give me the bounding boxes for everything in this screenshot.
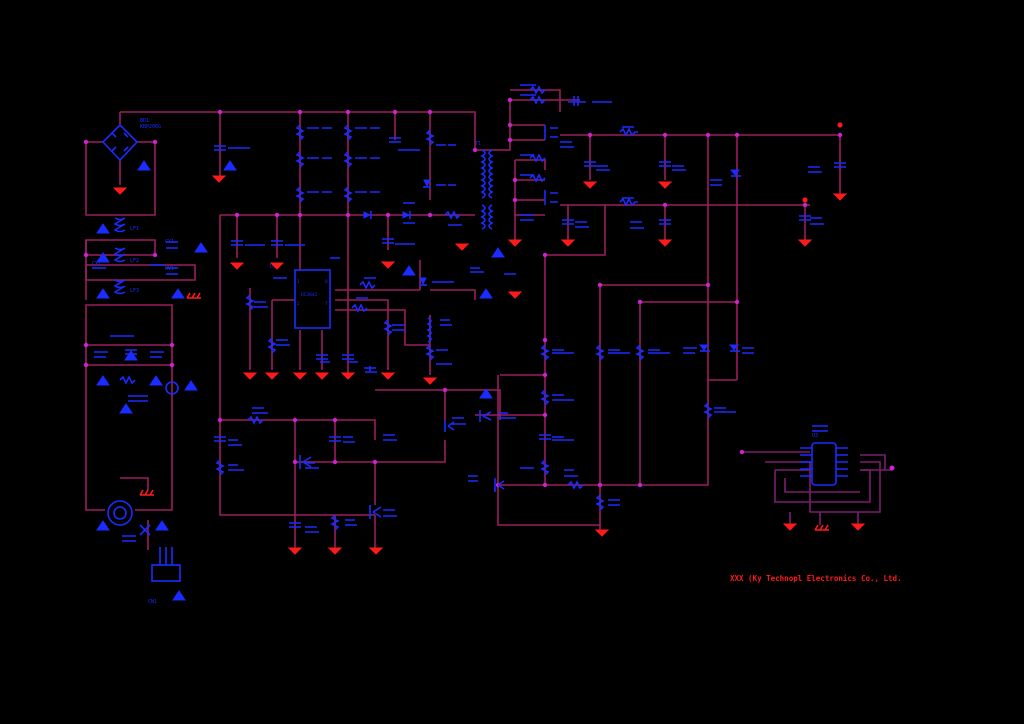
capacitors: [125, 96, 846, 528]
output-ic: U3: [800, 433, 848, 486]
resistors: [119, 85, 713, 531]
svg-text:LF2: LF2: [130, 258, 139, 264]
svg-text:UC3842: UC3842: [301, 292, 318, 298]
svg-text:2: 2: [297, 301, 300, 307]
warning-symbols: [96, 160, 505, 601]
svg-text:CN1: CN1: [148, 599, 157, 605]
chassis-grounds: [139, 292, 829, 531]
fan-and-connector: CN1: [107, 381, 181, 605]
company-label: XXX (Ky Technopl Electronics Co., Ltd.: [730, 574, 902, 583]
svg-text:8: 8: [325, 279, 328, 285]
transformer: T1: [475, 141, 494, 230]
svg-text:7: 7: [325, 301, 328, 307]
svg-text:KBP206G: KBP206G: [140, 124, 161, 130]
diodes-transistors: [299, 125, 741, 519]
svg-text:BD1: BD1: [140, 118, 149, 124]
svg-text:U3: U3: [812, 433, 818, 439]
component-labels: [92, 84, 828, 542]
ground-symbols: [112, 122, 866, 555]
svg-text:RV1: RV1: [165, 266, 174, 272]
svg-text:LF3: LF3: [130, 288, 139, 294]
svg-text:T1: T1: [475, 141, 481, 147]
pwm-controller-ic: UC3842 U1 1 2 8 7: [270, 264, 331, 329]
svg-text:LF1: LF1: [130, 226, 139, 232]
svg-text:U1: U1: [270, 264, 276, 270]
junction-nodes: [83, 97, 895, 488]
svg-text:1: 1: [297, 279, 300, 285]
wire-network: [85, 89, 892, 550]
svg-text:CX1: CX1: [92, 261, 101, 267]
